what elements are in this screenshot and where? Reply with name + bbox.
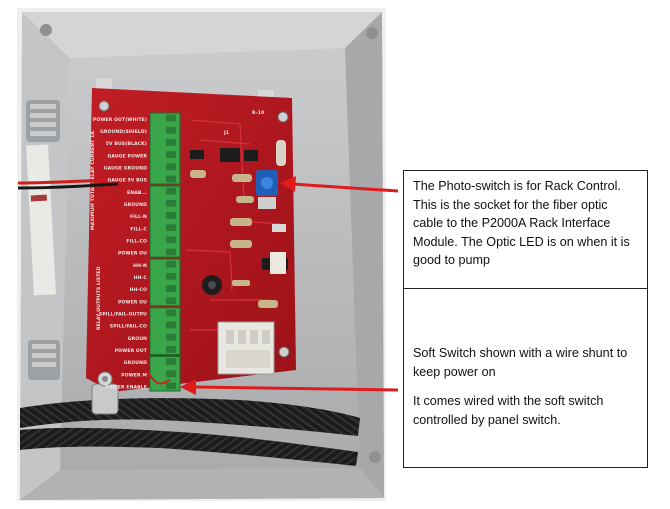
board-label: POWER OU [118,299,147,305]
board-label: GAUGE GROUND [104,165,147,171]
green-terminal-block [149,112,181,392]
board-label: GROUND [124,360,147,366]
board-label: GROUN [128,336,147,342]
red-circuit-board [86,88,296,392]
board-label: FILL-CO [126,239,147,245]
terminal-screw [166,260,176,268]
pcb-components [190,140,288,308]
photo-switch-socket [256,170,278,209]
board-label: ENAB... [127,190,147,196]
terminal-screw [166,126,176,134]
terminal-screw [166,297,176,305]
terminal-screw [166,321,176,329]
terminal-screw [166,163,176,171]
terminal-screw [166,248,176,256]
board-mark: J1 [223,130,229,136]
board-label: GAUGE POWER [107,153,147,159]
board-label: GAUGE 5V BUS [107,178,147,184]
corner-screw-hole [366,27,378,39]
terminal-screw [166,285,176,292]
board-label: SPILL/FAIL-OUTPU [99,312,147,318]
terminal-screw [166,333,176,341]
terminal-block-segment [149,185,181,258]
board-label: HH-N [133,263,147,269]
terminal-screw [166,212,176,219]
terminal-screw [166,151,176,159]
standoff [96,78,112,90]
board-label: POWER OUT [115,348,148,354]
board-label: FILL-C [130,226,147,232]
cable-clamp [91,371,119,415]
terminal-screw [166,114,176,122]
red-wire [17,178,119,185]
enclosure-top-bevel [22,12,382,58]
callout-soft-switch-text-1: Soft Switch shown with a wire shunt to k… [413,346,628,379]
terminal-screw [166,236,176,244]
board-label: GROUND(SHIELD) [100,129,147,135]
board-label: POWER OU [118,251,147,257]
arrow-to-photo-switch [280,176,399,193]
wall-sticker-stripe [30,194,47,202]
board-label: HH-CO [130,287,147,293]
white-connector-block [217,321,275,375]
callout-photo-switch-text: The Photo-switch is for Rack Control. Th… [413,179,630,268]
terminal-screw [166,382,176,390]
black-wire [17,182,119,190]
terminal-screw [166,345,176,353]
corner-screw-hole [40,24,52,36]
enclosure-bottom-bevel [20,468,384,500]
corner-screw-hole [369,451,381,463]
board-label: FILL-N [130,214,147,220]
board-label: POWER ENABLE [105,385,147,391]
enclosure-right-bevel [345,12,384,498]
terminal-screw [166,139,176,146]
braided-cable-bundle-lower [20,427,358,466]
conduit-fitting-top [26,100,60,142]
terminal-screw [166,370,176,378]
board-label: SPILL/FAIL-CO [110,324,147,330]
board-label: POWER OUT(WHITE) [93,117,147,123]
terminal-screw [166,199,176,207]
terminal-screw [166,175,176,183]
conduit-fitting-bottom [28,340,60,380]
wire-shunt [147,371,171,385]
board-label: POWER M [121,372,147,378]
board-label: HH-C [134,275,148,281]
board-label-list: POWER OUT(WHITE) GROUND(SHIELD) 5V BUS(BLA… [93,117,148,391]
terminal-block-segment [149,112,181,185]
terminal-screw [166,272,176,280]
board-label: 5V BUS(BLACK) [106,141,147,147]
arrow-to-soft-switch [180,379,399,395]
svg-text:RELAY OUTPUTS LISTED: RELAY OUTPUTS LISTED [96,266,102,330]
board-mark: R-10 [252,110,264,116]
terminal-screw [166,309,176,317]
callout-photo-switch: The Photo-switch is for Rack Control. Th… [403,170,648,289]
terminal-screw [166,187,176,195]
callout-soft-switch: Soft Switch shown with a wire shunt to k… [403,289,648,468]
callout-soft-switch-text-2: It comes wired with the soft switch cont… [413,394,604,427]
board-label: GROUND [124,202,147,208]
terminal-screw [166,358,176,365]
wire-label-sticker [270,252,286,274]
terminal-screw [166,224,176,232]
